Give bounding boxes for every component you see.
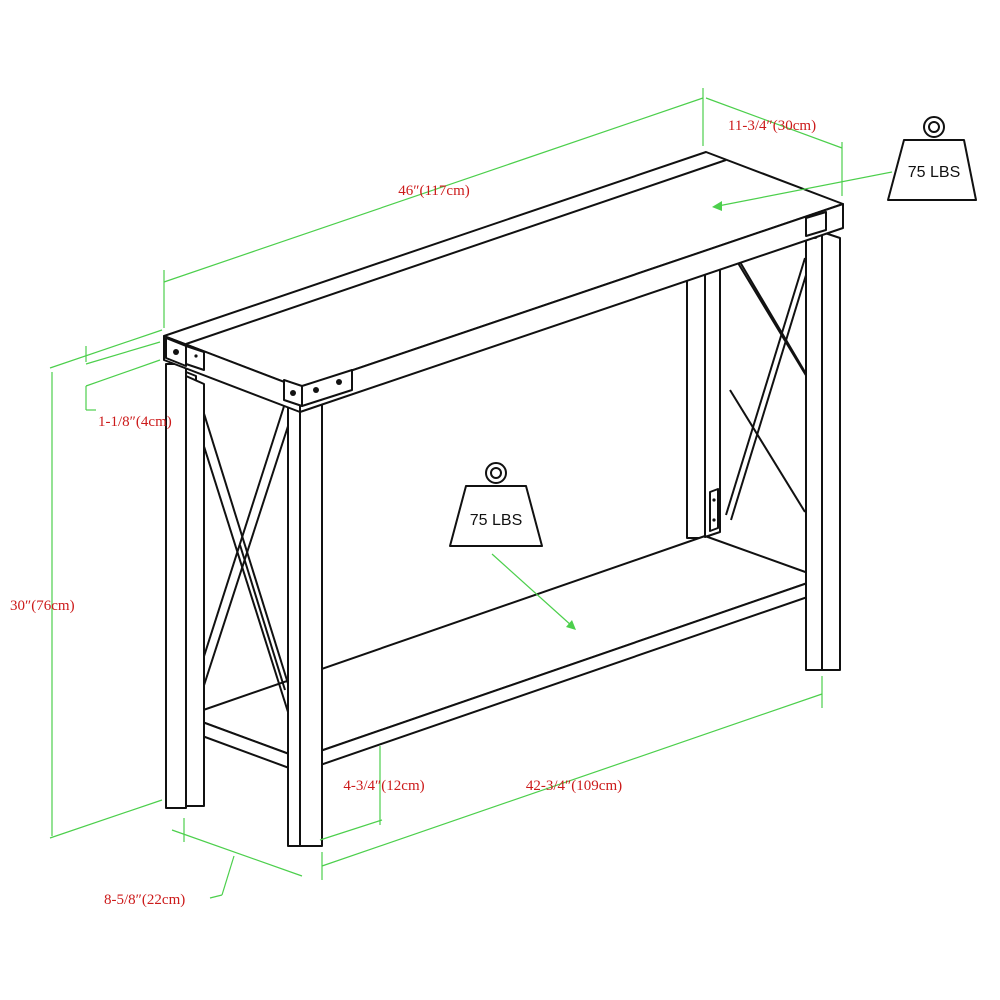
right-x-panel bbox=[704, 257, 813, 538]
height-label: 30″(76cm) bbox=[10, 598, 75, 614]
lower-shelf bbox=[185, 535, 823, 773]
dimension-labels: 46″(117cm) 11-3/4″(30cm) 1-1/8″(4cm) 30″… bbox=[10, 118, 816, 908]
weight-label-shelf: 75 LBS bbox=[470, 512, 522, 529]
weight-label-top: 75 LBS bbox=[908, 164, 960, 181]
weight-badge-shelf: 75 LBS bbox=[449, 462, 543, 547]
console-table-drawing bbox=[163, 151, 844, 847]
dimension-lines bbox=[49, 88, 893, 899]
tabletop bbox=[163, 151, 844, 413]
back-right-leg bbox=[686, 267, 706, 539]
left-front-legs bbox=[165, 363, 323, 847]
weight-badge-top: 75 LBS bbox=[887, 116, 977, 201]
shelf-clearance-label: 4-3/4″(12cm) bbox=[343, 778, 424, 794]
shelf-length-label: 42-3/4″(109cm) bbox=[526, 778, 622, 794]
shelf-depth-label: 8-5/8″(22cm) bbox=[104, 892, 185, 908]
top-thickness-label: 1-1/8″(4cm) bbox=[98, 414, 172, 430]
width-label: 46″(117cm) bbox=[398, 183, 470, 199]
depth-label: 11-3/4″(30cm) bbox=[728, 118, 816, 134]
front-right-leg bbox=[805, 231, 841, 671]
